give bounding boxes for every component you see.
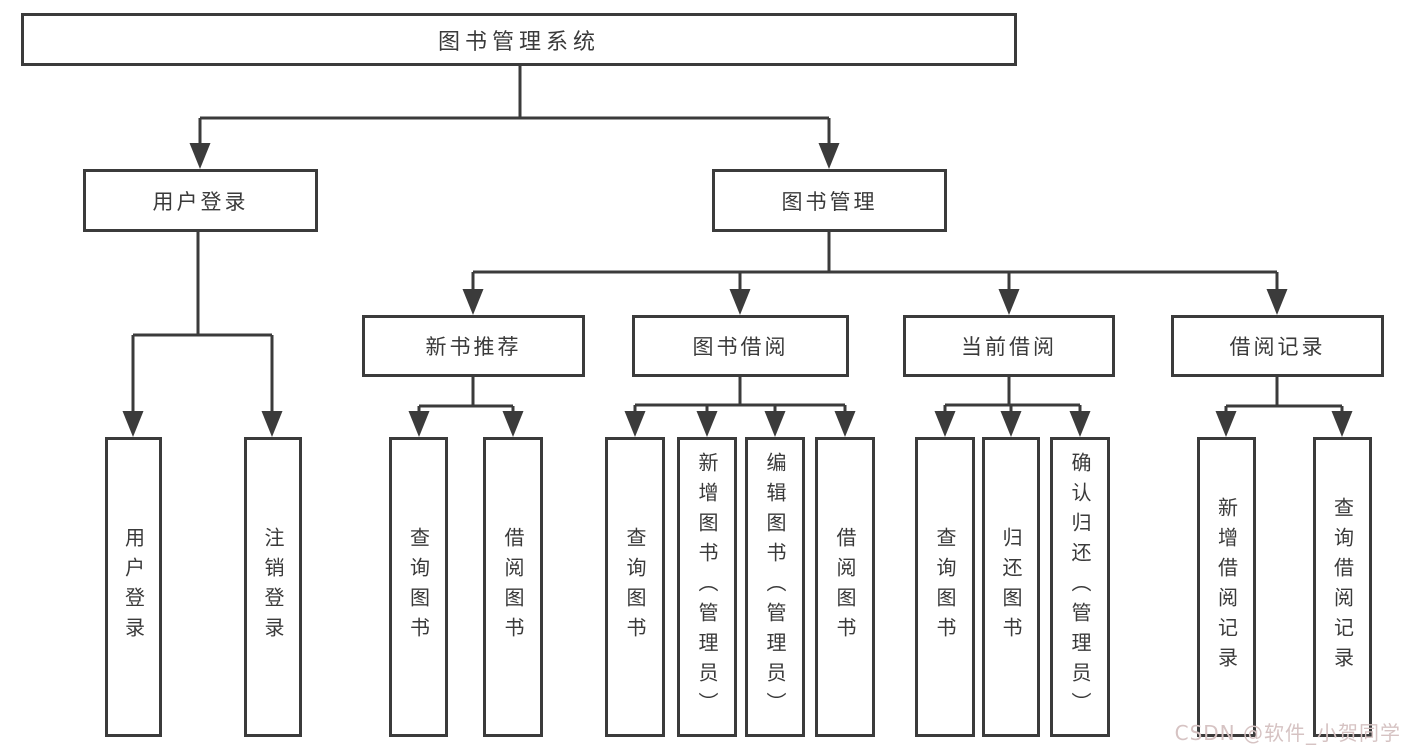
node-borrowing-records-label: 借阅记录 (1229, 335, 1326, 359)
leaf-return-book-label: 归还图书 (999, 527, 1023, 647)
leaf-logout-label: 注销登录 (261, 527, 285, 647)
leaf-logout: 注销登录 (244, 437, 302, 737)
leaf-query-books: 查询图书 (389, 437, 448, 737)
leaf-borrow-books: 借阅图书 (483, 437, 543, 737)
node-book-management: 图书管理 (712, 169, 947, 232)
leaf-query-books-2-label: 查询图书 (623, 527, 647, 647)
leaf-add-book-admin-label: 新增图书（管理员） (695, 452, 719, 722)
leaf-query-books-3: 查询图书 (915, 437, 975, 737)
leaf-return-book: 归还图书 (982, 437, 1040, 737)
node-borrowing-records: 借阅记录 (1171, 315, 1384, 377)
leaf-query-books-2: 查询图书 (605, 437, 665, 737)
leaf-confirm-return-admin: 确认归还（管理员） (1050, 437, 1110, 737)
node-book-borrowing-label: 图书借阅 (692, 335, 789, 359)
node-user-login-label: 用户登录 (152, 189, 249, 214)
node-current-borrowing: 当前借阅 (903, 315, 1115, 377)
leaf-add-borrow-record-label: 新增借阅记录 (1214, 497, 1239, 677)
leaf-query-borrow-record: 查询借阅记录 (1313, 437, 1372, 737)
leaf-confirm-return-admin-label: 确认归还（管理员） (1068, 452, 1092, 722)
leaf-query-books-3-label: 查询图书 (933, 527, 957, 647)
leaf-query-books-label: 查询图书 (406, 527, 431, 647)
leaf-user-login: 用户登录 (105, 437, 162, 737)
leaf-edit-book-admin-label: 编辑图书（管理员） (763, 452, 787, 722)
leaf-borrow-books-2-label: 借阅图书 (833, 527, 857, 647)
leaf-borrow-books-label: 借阅图书 (501, 527, 525, 647)
node-current-borrowing-label: 当前借阅 (961, 335, 1057, 359)
leaf-user-login-label: 用户登录 (121, 527, 146, 647)
node-book-borrowing: 图书借阅 (632, 315, 849, 377)
leaf-add-book-admin: 新增图书（管理员） (677, 437, 737, 737)
node-book-management-label: 图书管理 (781, 189, 878, 214)
leaf-edit-book-admin: 编辑图书（管理员） (745, 437, 805, 737)
node-user-login: 用户登录 (83, 169, 318, 232)
leaf-query-borrow-record-label: 查询借阅记录 (1330, 497, 1355, 677)
node-new-book-recommendation-label: 新书推荐 (425, 335, 522, 359)
root-label: 图书管理系统 (437, 29, 600, 55)
node-new-book-recommendation: 新书推荐 (362, 315, 585, 377)
watermark: CSDN @软件_小贺同学 (1174, 721, 1401, 745)
node-library-management-system: 图书管理系统 (21, 13, 1017, 66)
leaf-add-borrow-record: 新增借阅记录 (1197, 437, 1256, 737)
leaf-borrow-books-2: 借阅图书 (815, 437, 875, 737)
